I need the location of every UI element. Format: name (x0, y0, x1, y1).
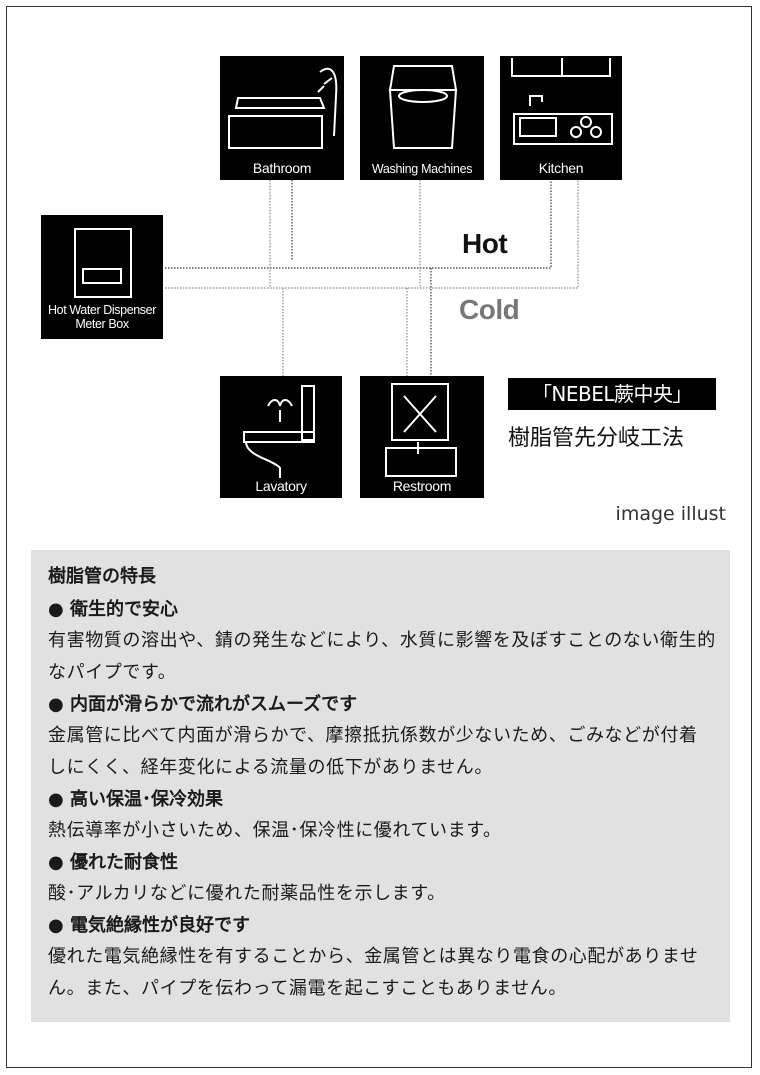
hot-pipe-main (165, 180, 552, 269)
feature-title: ● 電気絶縁性が良好です (48, 915, 250, 936)
kitchen-icon (511, 58, 613, 145)
image-caption: image illust (615, 503, 726, 525)
pipe-lines (165, 180, 579, 376)
cold-label: Cold (459, 294, 520, 325)
bathroom-tile: Bathroom (220, 56, 344, 180)
feature-body: 有害物質の溶出や、錆の発生などにより、水質に影響を及ぼすことのない衛生的なパイプ… (48, 630, 716, 683)
feature-body: 熱伝導率が小さいため、保温･保冷性に優れています。 (48, 820, 502, 841)
meter-box-tile: Hot Water Dispenser Meter Box (41, 215, 163, 339)
feature-title: ● 内面が滑らかで流れがスムーズです (48, 694, 358, 715)
restroom-tile: Restroom (360, 376, 484, 498)
hot-label: Hot (462, 228, 508, 259)
lavatory-tile: Lavatory (220, 376, 342, 498)
washbasin-icon (385, 383, 457, 477)
feature-title: ● 衛生的で安心 (48, 599, 178, 620)
meter-label-line1: Hot Water Dispenser (48, 303, 156, 317)
lavatory-label: Lavatory (255, 478, 307, 494)
method-brand-box: 「NEBEL蕨中央」 (508, 378, 716, 410)
feature-title: ● 優れた耐食性 (48, 852, 178, 873)
bathtub-icon (228, 67, 338, 149)
kitchen-tile: Kitchen (500, 56, 622, 180)
feature-body: 酸･アルカリなどに優れた耐薬品性を示します。 (48, 883, 446, 904)
meter-box-icon (74, 228, 132, 298)
washing-machines-label: Washing Machines (371, 162, 473, 176)
feature-body: 優れた電気絶縁性を有することから、金属管とは異なり電食の心配がありません。また、… (48, 946, 699, 999)
features-panel: 樹脂管の特長 ● 衛生的で安心 有害物質の溶出や、錆の発生などにより、水質に影響… (31, 550, 730, 1022)
toilet-icon (243, 385, 315, 478)
bathroom-label: Bathroom (252, 160, 312, 176)
method-name: 樹脂管先分岐工法 (508, 426, 685, 451)
feature-body: 金属管に比べて内面が滑らかで、摩擦抵抗係数が少ないため、ごみなどが付着しにくく、… (48, 725, 698, 778)
meter-label-line2: Meter Box (75, 317, 129, 331)
washing-machine-tile: Washing Machines (360, 56, 484, 180)
features-heading: 樹脂管の特長 (48, 566, 156, 587)
page-frame (6, 6, 752, 1068)
washing-machine-icon (388, 65, 458, 149)
cold-pipe-main (165, 180, 579, 289)
kitchen-label: Kitchen (538, 160, 584, 176)
restroom-label: Restroom (392, 478, 452, 494)
feature-title: ● 高い保温･保冷効果 (48, 789, 223, 810)
